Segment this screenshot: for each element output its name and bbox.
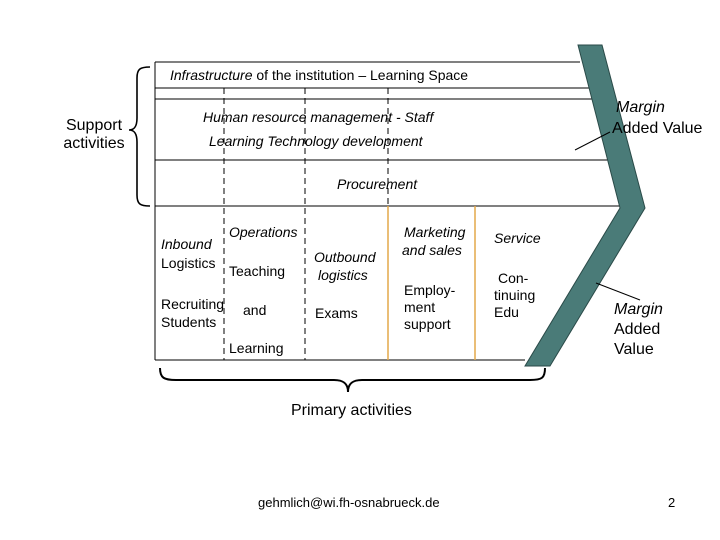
and-label: and: [243, 302, 267, 318]
continuing-line2: tinuing: [494, 286, 536, 303]
margin-top-label: Margin: [614, 98, 714, 117]
recruiting-students: Recruiting Students: [161, 295, 224, 331]
hr-management-row: Human resource management - Staff: [203, 109, 434, 125]
margin-bottom-line2: Added: [614, 321, 661, 338]
outbound-line1: Outbound: [314, 249, 376, 265]
operations-label: Operations: [229, 224, 298, 240]
primary-brace: [159, 367, 546, 393]
inbound-line2: Logistics: [161, 254, 216, 271]
infrastructure-rest: of the institution – Learning Space: [252, 67, 469, 83]
procurement-row: Procurement: [337, 176, 418, 192]
margin-bottom-pointer: [595, 282, 641, 301]
infrastructure-term: Infrastructure: [170, 67, 253, 83]
employment-line1: Employ-: [404, 282, 456, 298]
outbound-line2: logistics: [318, 267, 368, 284]
inbound-logistics: Inbound Logistics: [161, 235, 215, 273]
margin-bottom-label: Margin Added Value: [614, 300, 663, 360]
margin-bottom-line1: Margin: [614, 301, 663, 318]
recruiting-line2: Students: [161, 314, 217, 331]
service-label: Service: [494, 230, 541, 246]
primary-activities-label: Primary activities: [291, 402, 412, 419]
margin-top-line1: Margin: [616, 99, 665, 116]
margin-arrow-chevron: [524, 44, 646, 367]
recruiting-line1: Recruiting: [161, 296, 225, 312]
exams-label: Exams: [315, 305, 358, 321]
continuing-line1: Con-: [498, 270, 529, 286]
support-label-line2: activities: [63, 135, 125, 153]
margin-top-pointer: [574, 131, 611, 151]
continuing-education: Con- tinuing Edu: [494, 270, 535, 320]
margin-bottom-line3: Value: [614, 341, 654, 358]
support-label-line1: Support: [65, 117, 123, 134]
learning-label: Learning: [229, 340, 284, 356]
employment-support: Employ- ment support: [404, 282, 455, 332]
margin-top-line2: Added Value: [612, 120, 703, 137]
employment-line2: ment: [404, 298, 436, 315]
marketing-and-sales: Marketing and sales: [402, 224, 465, 259]
marketing-line2: and sales: [402, 241, 462, 258]
continuing-line3: Edu: [494, 303, 519, 320]
learning-technology-row: Learning Technology development: [209, 133, 423, 149]
page-number: 2: [668, 495, 676, 510]
marketing-line1: Marketing: [404, 224, 466, 240]
footer-email: gehmlich@wi.fh-osnabrueck.de: [258, 495, 440, 510]
outbound-logistics: Outbound logistics: [314, 248, 376, 284]
infrastructure-row: Infrastructure of the institution – Lear…: [170, 67, 468, 83]
support-activities-label: Support activities: [60, 117, 128, 154]
inbound-line1: Inbound: [161, 236, 212, 252]
teaching-label: Teaching: [229, 263, 286, 279]
employment-line3: support: [404, 315, 451, 332]
support-brace: [128, 66, 151, 207]
